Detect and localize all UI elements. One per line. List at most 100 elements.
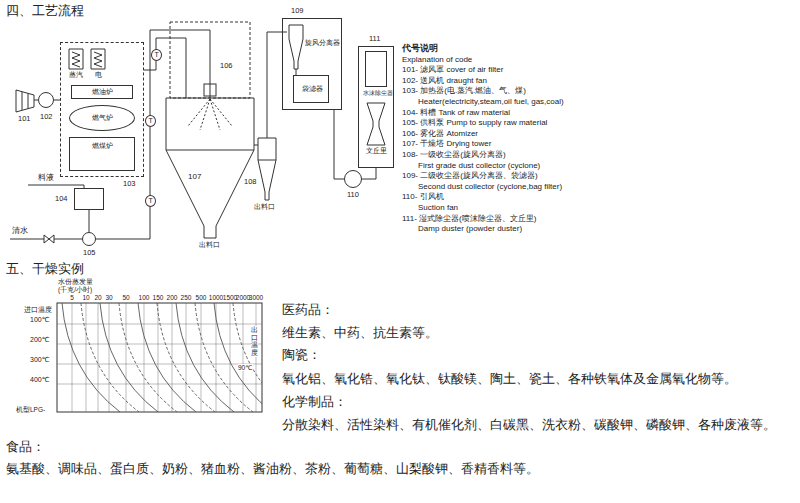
cyc9-shape <box>289 25 303 69</box>
equipment-node: T <box>151 49 162 61</box>
equipment-node: 燃气炉 <box>69 105 135 131</box>
text-label: 氨基酸、调味品、蛋白质、奶粉、猪血粉、酱油粉、茶粉、葡萄糖、山梨酸钾、香精香料等… <box>6 462 539 477</box>
equipment-label: T <box>155 51 159 59</box>
coil-outline <box>69 49 83 69</box>
code-explanation: 101- 滤风罩 cover of air filter <box>402 65 503 74</box>
text-label: 料液 <box>38 174 54 183</box>
equipment-label: 燃煤炉 <box>92 142 113 150</box>
hood-shape <box>16 90 34 112</box>
chart-label: 2000 <box>236 294 250 301</box>
equipment-node: 文丘里 <box>367 103 385 145</box>
equipment-node: 燃煤炉 <box>69 137 135 171</box>
cyc9-outline <box>287 25 339 69</box>
chart-label: 1500 <box>223 294 237 301</box>
equipment-label: 水沫除尘器 <box>363 90 393 97</box>
equipment-label: 蒸汽 <box>69 71 83 79</box>
equipment-node: 110 <box>344 170 362 188</box>
equipment-label: 105 <box>83 249 96 258</box>
pipe-connector <box>267 32 287 138</box>
tower-shape <box>166 98 254 238</box>
code-explanation: First grade dust collector (cyclone) <box>418 161 540 170</box>
equipment-label: 109 <box>291 7 304 16</box>
equipment-node: 101 <box>16 90 34 112</box>
chart-label: 500 <box>196 294 207 301</box>
chart-label: 10 <box>82 294 89 301</box>
chart-label: 5 <box>70 294 74 301</box>
pipe-connector <box>89 210 90 232</box>
text-label: 医药品： <box>282 303 334 318</box>
chart-label: 200 <box>167 294 178 301</box>
text-label: 氧化铝、氧化锆、氧化钛、钛酸镁、陶土、瓷土、各种铁氧体及金属氧化物等。 <box>282 372 737 387</box>
chart-frame <box>57 303 262 412</box>
code-explanation: Second dust collector (cyclone,bag filte… <box>418 182 562 191</box>
equipment-label: T <box>149 197 153 205</box>
pipe-connector <box>254 145 258 146</box>
tower-outline <box>166 98 254 238</box>
code-explanation: 107- 干燥塔 Drying tower <box>402 139 491 148</box>
cyclone-outline <box>258 138 276 200</box>
equipment-node: T <box>145 195 156 207</box>
equipment-node: 105 <box>82 232 96 246</box>
chart-label: 30 <box>105 294 112 301</box>
equipment-label: 电 <box>95 71 102 79</box>
text-label: 五、干燥实例 <box>6 262 84 277</box>
text-label: 四、工艺流程 <box>6 4 84 19</box>
equipment-label: 燃气炉 <box>92 114 113 122</box>
equipment-node: 109旋风分离器袋滤器 <box>282 18 342 110</box>
equipment-label: 107 <box>188 172 201 181</box>
code-explanation: 108- 一级收尘器(旋风分离器) <box>402 150 506 159</box>
equipment-node: 108 <box>258 138 276 200</box>
equipment-node: 旋风分离器 <box>287 25 343 69</box>
chart-label: 100 <box>139 294 150 301</box>
code-explanation: 111- 湿式除尘器(喷沫除尘器、文丘里) <box>402 214 536 223</box>
text-label: 分散染料、活性染料、有机催化剂、白碳黑、洗衣粉、碳酸钾、磷酸钾、各种废液等。 <box>282 418 776 433</box>
equipment-label: 文丘里 <box>366 147 387 154</box>
equipment-node: 107 <box>166 98 254 238</box>
text-label: 出料口 <box>199 241 220 249</box>
chart-label: 20 <box>94 294 101 301</box>
pipe-connector <box>96 30 210 239</box>
chart-label: 3000 <box>249 294 263 301</box>
cyclone-shape <box>258 138 276 200</box>
code-explanation: Suction fan <box>418 203 458 212</box>
equipment-label: 袋滤器 <box>302 85 323 92</box>
code-explanation: 109- 二级收尘器(旋风分离器、袋滤器) <box>402 171 538 180</box>
chart-label: 50 <box>122 294 129 301</box>
valve <box>44 235 54 243</box>
hood-outline <box>16 90 34 112</box>
chart-label: 机型LPG- <box>16 406 45 413</box>
pipe-connector <box>362 168 376 179</box>
chart-label: 150 <box>153 294 164 301</box>
equipment-node: 104 <box>74 188 104 210</box>
chart-label: 100℃ <box>30 316 50 324</box>
code-explanation: 代号说明 <box>402 44 438 54</box>
equipment-label: 111 <box>369 35 380 44</box>
equipment-node: 103蒸汽电燃油炉燃气炉燃煤炉 <box>60 42 144 177</box>
code-explanation: 110- 引风机 <box>402 192 444 201</box>
venturi-outline <box>367 103 385 145</box>
equipment-node: 111水沫除尘器文丘里 <box>358 46 394 168</box>
text-label: 水份蒸发量 <box>58 278 93 285</box>
equipment-label: 108 <box>244 178 257 187</box>
chart-label: 200℃ <box>30 336 50 344</box>
coil-shape <box>91 49 105 69</box>
equipment-node: 102 <box>38 92 54 108</box>
code-explanation: 106- 雾化器 Atomizer <box>402 129 478 138</box>
equipment-node: 袋滤器 <box>293 75 329 103</box>
text-label: 食品： <box>6 440 45 455</box>
equipment-label: 103 <box>123 180 136 189</box>
text-label: 出料口 <box>254 203 275 211</box>
chart-label: 90℃ <box>238 364 253 371</box>
text-label: 清水 <box>12 227 28 236</box>
equipment-label: 101 <box>18 115 31 124</box>
coil-outline <box>91 49 105 69</box>
chart-label: 出口温度 <box>251 326 258 357</box>
equipment-label: 110 <box>347 191 359 200</box>
text-label: 化学制品： <box>282 395 347 410</box>
chart-label: 进口温度 <box>24 306 52 314</box>
equipment-node: 燃油炉 <box>71 85 133 99</box>
chart-label: 400℃ <box>30 376 50 384</box>
equipment-node: 蒸汽 <box>69 49 83 69</box>
code-explanation: 105- 供料泵 Pump to supply raw material <box>402 118 547 127</box>
